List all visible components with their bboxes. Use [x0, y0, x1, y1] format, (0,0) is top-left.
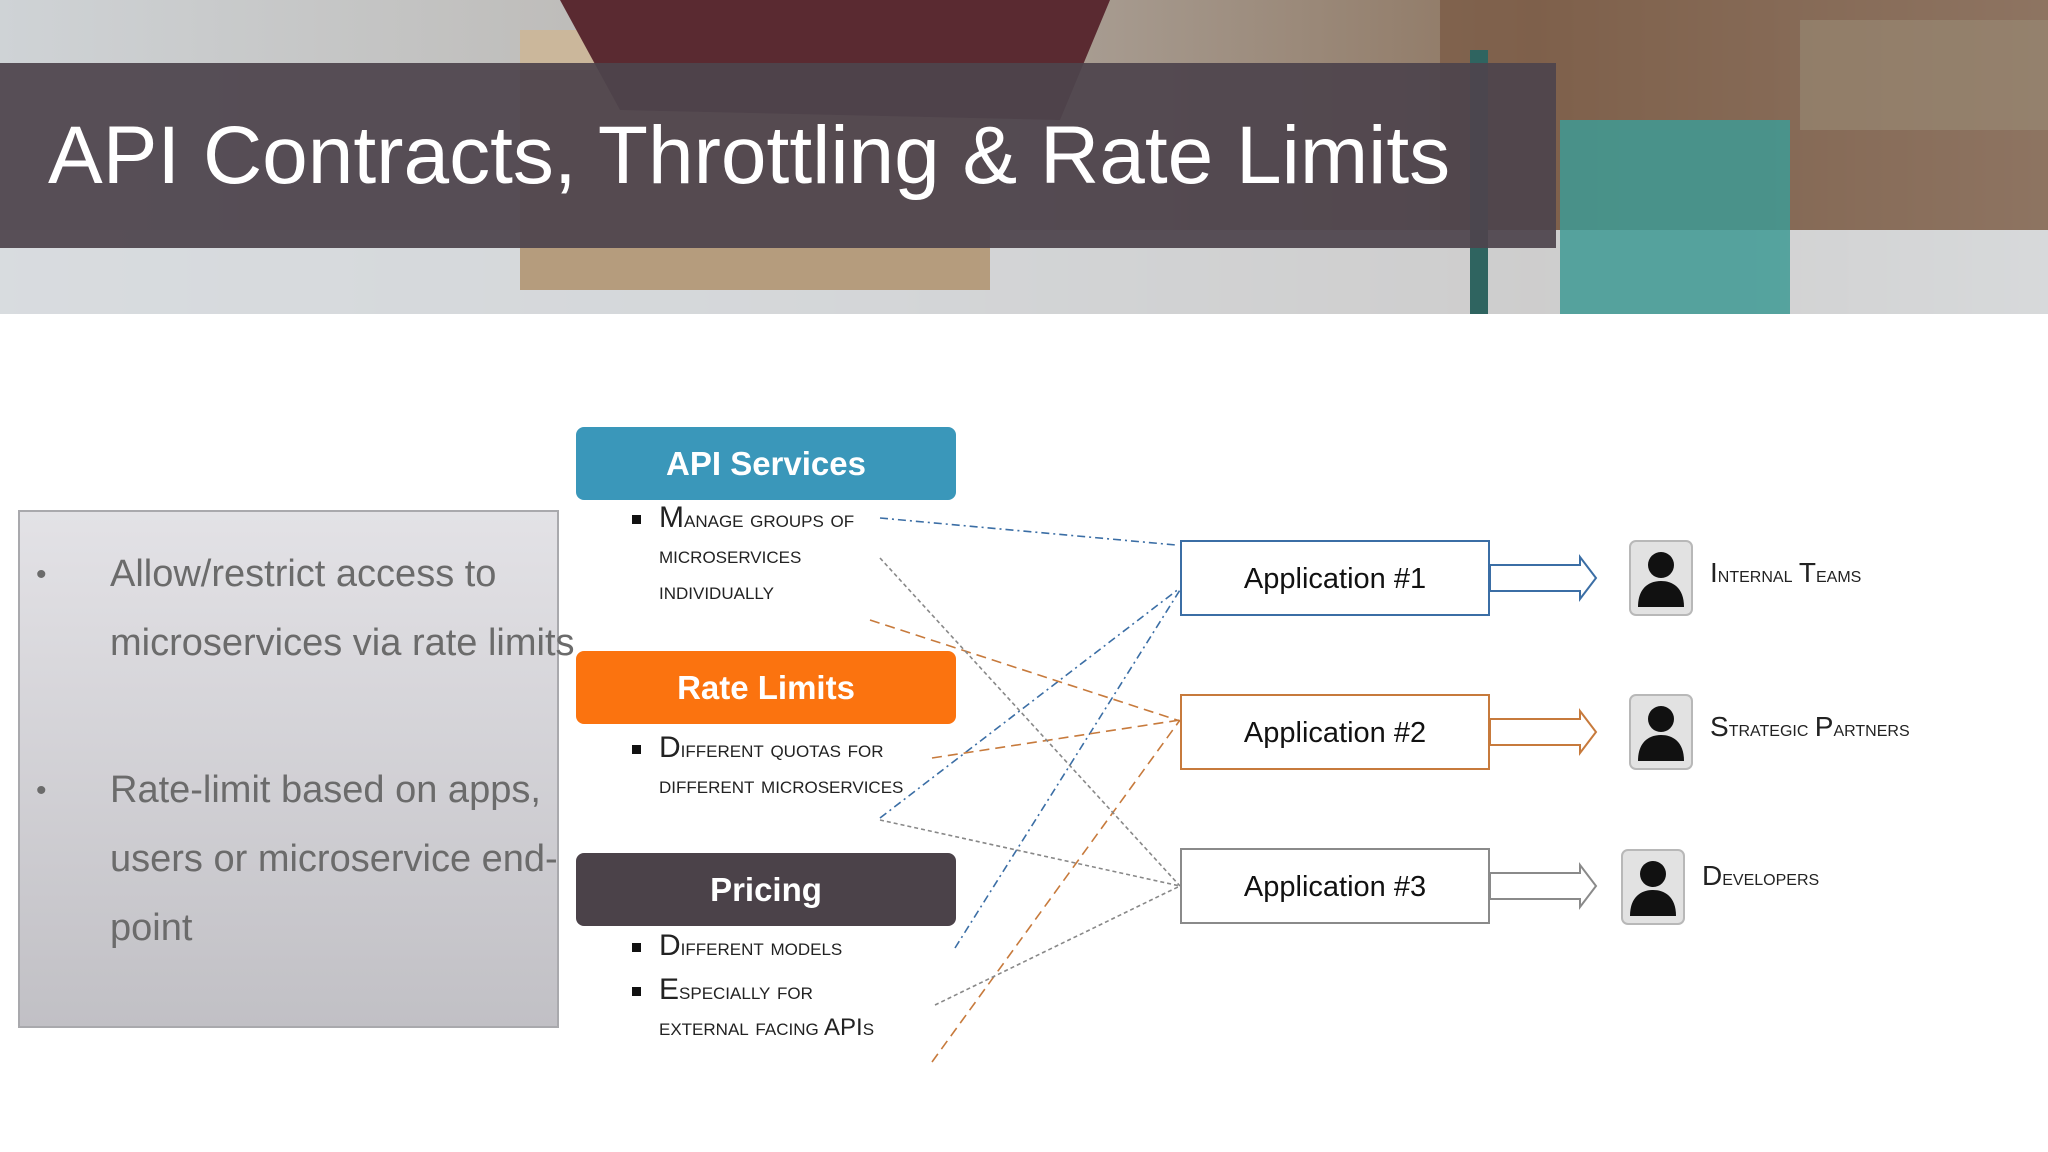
person-silhouette-icon	[1629, 694, 1693, 770]
application-box: Application #1	[1180, 540, 1490, 616]
category-rate-limits: Rate Limits	[576, 651, 956, 724]
connector-line	[879, 819, 1181, 887]
connector-line	[931, 719, 1181, 759]
connector-line	[869, 619, 1181, 722]
bullet-icon: •	[36, 558, 47, 591]
category-api-services: API Services	[576, 427, 956, 500]
list-item: Manage groups of microservices individua…	[632, 500, 872, 610]
arrow-right-icon	[1489, 554, 1598, 602]
connector-line	[879, 587, 1181, 819]
list-item: Especially for external facing APIs	[632, 972, 899, 1046]
connector-line	[954, 589, 1181, 949]
bullet-icon: •	[36, 774, 47, 807]
connector-line	[931, 719, 1181, 1063]
info-text: Allow/restrict access to microservices v…	[110, 553, 575, 664]
person-silhouette-icon	[1629, 540, 1693, 616]
connector-line	[879, 557, 1181, 887]
api-services-list: Manage groups of microservices individua…	[632, 500, 872, 610]
square-bullet-icon	[632, 943, 641, 952]
application-box: Application #3	[1180, 848, 1490, 924]
list-item: Different quotas for different microserv…	[632, 730, 922, 804]
rate-limits-list: Different quotas for different microserv…	[632, 730, 922, 804]
title-band: API Contracts, Throttling & Rate Limits	[0, 63, 1556, 248]
connector-line	[879, 517, 1177, 546]
info-text: Rate-limit based on apps, users or micro…	[110, 769, 558, 949]
application-box: Application #2	[1180, 694, 1490, 770]
connector-line	[934, 885, 1181, 1006]
square-bullet-icon	[632, 745, 641, 754]
person-silhouette-icon	[1621, 849, 1685, 925]
square-bullet-icon	[632, 987, 641, 996]
info-box: • Allow/restrict access to microservices…	[18, 510, 575, 1028]
arrow-right-icon	[1489, 862, 1598, 910]
page-title: API Contracts, Throttling & Rate Limits	[48, 110, 1451, 201]
audience-label-developers: Developers	[1702, 860, 1820, 891]
audience-label-strategic-partners: Strategic Partners	[1710, 711, 1910, 742]
category-pricing: Pricing	[576, 853, 956, 926]
arrow-right-icon	[1489, 708, 1598, 756]
audience-label-internal-teams: Internal Teams	[1710, 557, 1862, 588]
list-item: Different models	[632, 928, 932, 966]
pricing-list: Different models Especially for external…	[632, 928, 932, 1046]
square-bullet-icon	[632, 515, 641, 524]
